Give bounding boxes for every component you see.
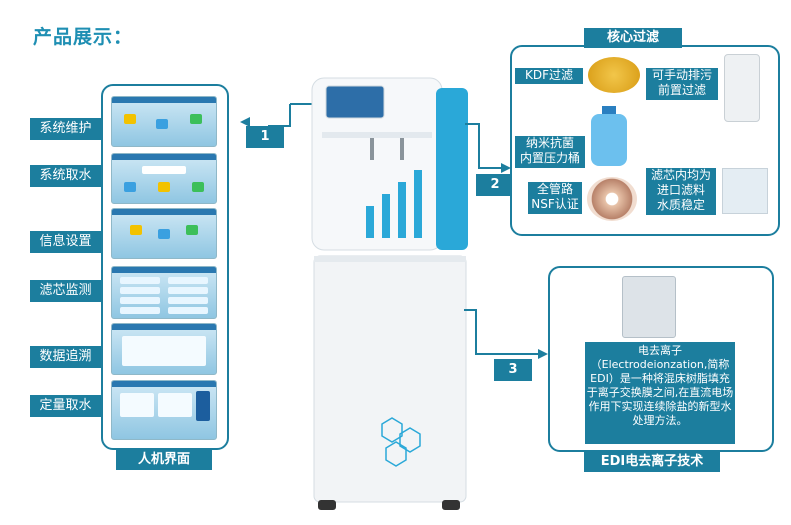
- kdf-granules-image: [588, 57, 640, 93]
- ui-row: [120, 297, 160, 304]
- ui-field: [158, 393, 192, 417]
- ui-row: [168, 297, 208, 304]
- screen-thumb-water: [111, 153, 217, 204]
- connector-2: [465, 123, 511, 173]
- label-pressure-tank: 纳米抗菌 内置压力桶: [515, 136, 585, 168]
- screen-thumb-settings: [111, 208, 217, 259]
- ui-icon: [156, 119, 168, 129]
- ui-row: [168, 287, 208, 294]
- ui-row: [120, 287, 160, 294]
- ui-row: [168, 277, 208, 284]
- ui-icon: [192, 182, 204, 192]
- ui-field: [120, 393, 154, 417]
- ui-row: [168, 307, 208, 314]
- ui-field: [142, 166, 186, 174]
- edi-description: 电去离子 （Electrodeionzation,简称EDI）是一种将混床树脂填…: [585, 342, 735, 444]
- prefilter-image: [724, 54, 760, 122]
- ui-icon: [158, 229, 170, 239]
- ui-icon: [124, 182, 136, 192]
- page-title: 产品展示：: [33, 26, 134, 48]
- label-quantitative-water: 定量取水: [30, 395, 101, 417]
- pressure-tank-image: [591, 106, 627, 166]
- connector-3: [464, 309, 548, 359]
- core-filter-title: 核心过滤: [584, 28, 682, 48]
- ui-icon: [158, 182, 170, 192]
- screen-thumb-data: [111, 323, 217, 375]
- label-filter-monitor: 滤芯监测: [30, 280, 101, 302]
- callout-1: 1: [246, 126, 284, 148]
- label-system-maintenance: 系统维护: [30, 118, 101, 140]
- ui-icon: [124, 114, 136, 124]
- screen-thumb-quantitative: [111, 380, 217, 440]
- water-purifier-machine: [311, 77, 468, 510]
- label-kdf: KDF过滤: [515, 68, 583, 84]
- ui-icon: [186, 225, 198, 235]
- ui-row: [120, 307, 160, 314]
- screen-thumb-filters: [111, 266, 217, 319]
- ui-icon: [196, 391, 210, 421]
- ui-icon: [130, 225, 142, 235]
- callout-3: 3: [494, 359, 532, 381]
- label-system-water: 系统取水: [30, 165, 101, 187]
- screen-thumb-maintenance: [111, 96, 217, 147]
- label-nsf: 全管路 NSF认证: [528, 182, 582, 214]
- label-imported-filter: 滤芯内均为 进口滤料 水质稳定: [646, 168, 716, 215]
- ui-caption: 人机界面: [116, 450, 212, 470]
- ui-row: [120, 277, 160, 284]
- label-prefilter: 可手动排污 前置过滤: [646, 68, 718, 100]
- label-info-settings: 信息设置: [30, 231, 101, 253]
- filter-assembly-image: [722, 168, 768, 214]
- edi-module-image: [622, 276, 676, 338]
- callout-2: 2: [476, 174, 514, 196]
- label-data-trace: 数据追溯: [30, 346, 101, 368]
- ui-icon: [190, 114, 202, 124]
- ui-table: [122, 336, 206, 366]
- edi-caption: EDI电去离子技术: [584, 452, 720, 472]
- tubing-coil-image: [587, 177, 637, 221]
